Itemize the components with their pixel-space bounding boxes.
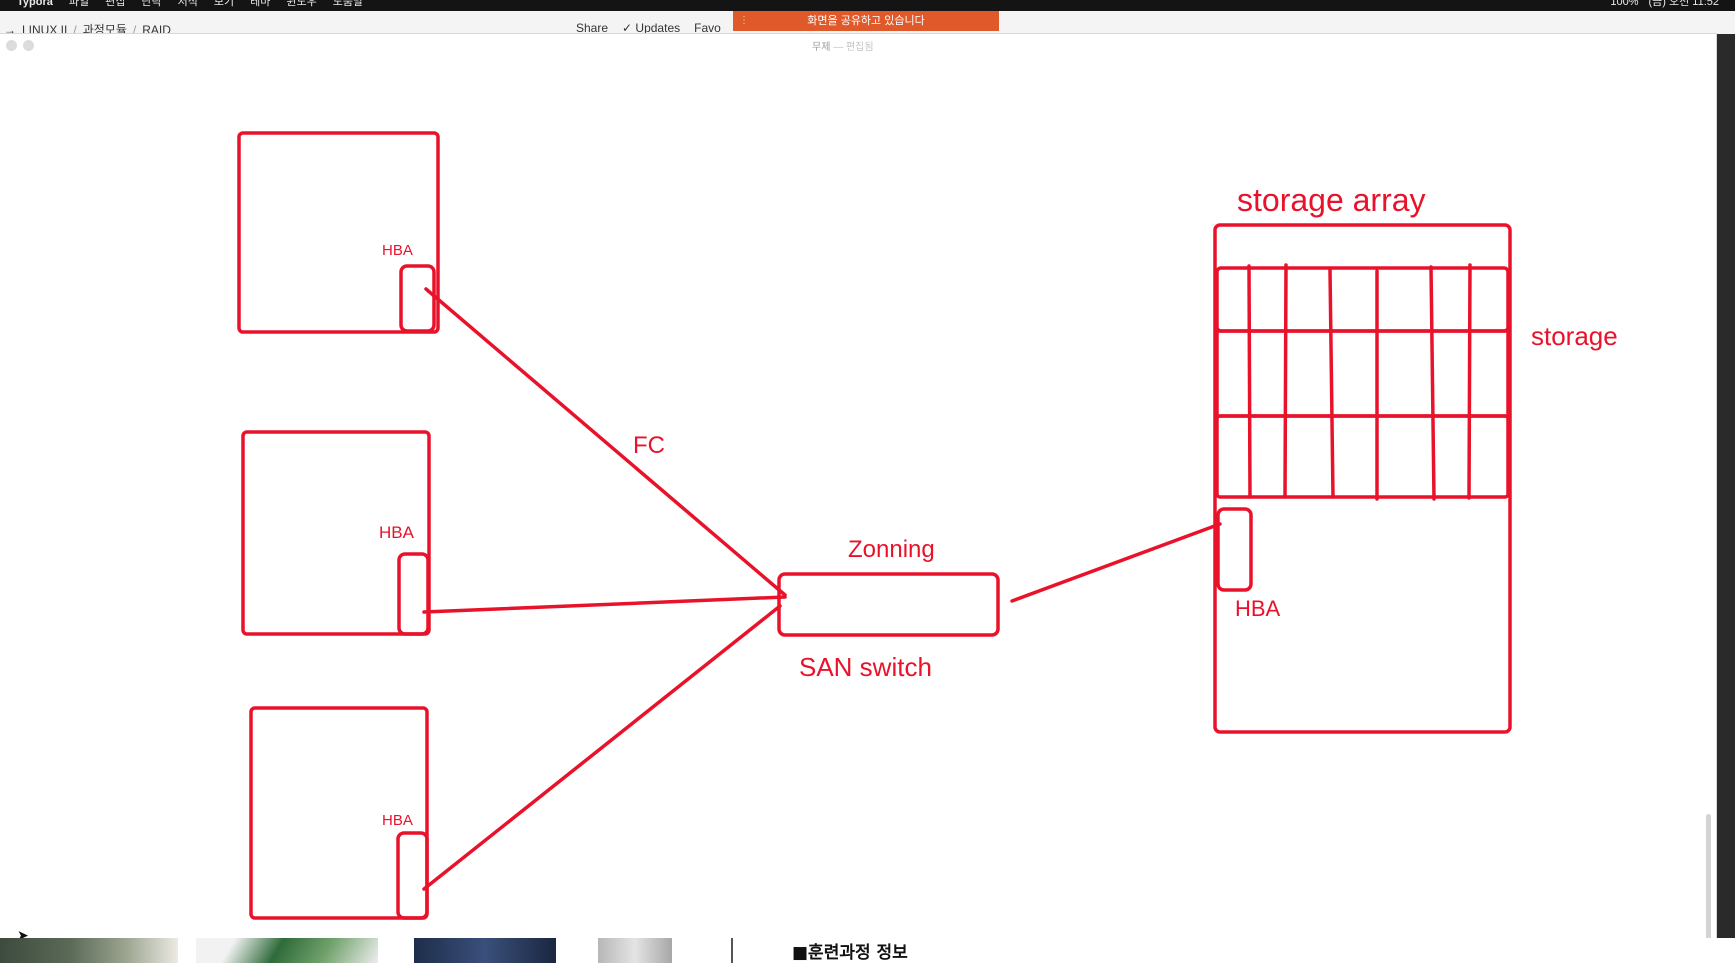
close-window-icon[interactable] <box>6 40 17 51</box>
menu-theme[interactable]: 테마 <box>250 0 271 8</box>
menu-help[interactable]: 도움말 <box>332 0 364 8</box>
divider <box>731 938 733 963</box>
menu-format[interactable]: 서식 <box>177 0 198 8</box>
fc-label: FC <box>633 432 665 459</box>
menu-paragraph[interactable]: 단락 <box>141 0 162 8</box>
hba-port-2 <box>397 552 430 636</box>
macos-menubar: Typora 파일 편집 단락 서식 보기 테마 윈도우 도움말 100% (금… <box>0 0 1735 11</box>
storage-label: storage <box>1531 321 1618 351</box>
screen-share-banner[interactable]: ⋮ 화면을 공유하고 있습니다 <box>733 11 999 31</box>
mouse-pointer-icon: ➤ <box>17 927 29 943</box>
background-page: ■훈련과정 정보 <box>0 938 1735 963</box>
san-diagram: HBA HBA HBA FC Zonning SAN switch storag… <box>237 131 1618 920</box>
window-title: 무제 — 편집됨 <box>812 38 874 53</box>
hardware-thumbnail <box>598 938 672 963</box>
hba-label-2: HBA <box>379 523 415 542</box>
fc-link-2 <box>422 595 787 614</box>
hardware-thumbnail <box>414 938 556 963</box>
document-name: 무제 <box>812 42 831 53</box>
hba-port-3 <box>396 831 429 920</box>
breadcrumb-item-linux[interactable]: LINUX II <box>22 22 68 37</box>
server-box-3 <box>249 706 429 920</box>
app-menu: Typora 파일 편집 단락 서식 보기 테마 윈도우 도움말 <box>17 0 363 8</box>
menu-app-name[interactable]: Typora <box>17 0 53 8</box>
typora-window: 무제 — 편집됨 <box>0 34 1716 944</box>
drag-handle-icon[interactable]: ⋮ <box>739 15 749 26</box>
server-box-1 <box>237 131 440 334</box>
back-arrow-icon[interactable]: → <box>4 22 16 37</box>
updates-button[interactable]: ✓ Updates <box>622 21 680 35</box>
breadcrumb-item-raid[interactable]: RAID <box>142 22 171 37</box>
storage-disk-grid <box>1215 263 1510 501</box>
san-switch-label: SAN switch <box>799 652 932 682</box>
window-controls <box>6 40 34 51</box>
menu-file[interactable]: 파일 <box>68 0 90 8</box>
screen-share-text: 화면을 공유하고 있습니다 <box>807 15 925 27</box>
section-heading: ■훈련과정 정보 <box>792 943 908 963</box>
updates-label: Updates <box>635 21 681 35</box>
page-actions: Share ✓ Updates Favo <box>576 21 721 35</box>
zoning-label: Zonning <box>848 536 935 563</box>
breadcrumb: → LINUX II / 과정모듈 / RAID <box>4 21 171 38</box>
hba-label-1: HBA <box>382 242 413 259</box>
breadcrumb-separator: / <box>132 22 137 37</box>
menu-window[interactable]: 윈도우 <box>286 0 317 8</box>
menu-view[interactable]: 보기 <box>213 0 235 8</box>
fc-link-1 <box>424 287 787 597</box>
switch-storage-link <box>1010 522 1222 603</box>
storage-array-box <box>1213 223 1512 734</box>
share-button[interactable]: Share <box>576 21 609 35</box>
desktop-edge <box>1716 34 1735 938</box>
breadcrumb-separator: / <box>73 22 77 37</box>
hardware-thumbnail <box>196 938 378 963</box>
clock[interactable]: (금) 오전 11:52 <box>1648 0 1719 8</box>
menu-edit[interactable]: 편집 <box>105 0 126 8</box>
battery-percent[interactable]: 100% <box>1610 0 1639 8</box>
san-switch-box <box>777 572 1000 637</box>
storage-hba-label: HBA <box>1235 596 1281 621</box>
status-area: 100% (금) 오전 11:52 <box>1610 0 1719 8</box>
breadcrumb-item-module[interactable]: 과정모듈 <box>82 23 127 37</box>
hba-label-3: HBA <box>382 812 413 829</box>
hba-port-1 <box>399 264 436 333</box>
edited-status: — 편집됨 <box>833 42 874 53</box>
vertical-scrollbar[interactable] <box>1706 814 1711 944</box>
storage-hba-port <box>1216 507 1253 592</box>
favorites-button[interactable]: Favo <box>694 21 721 35</box>
check-icon: ✓ <box>622 21 636 35</box>
server-box-2 <box>241 430 431 636</box>
minimize-window-icon[interactable] <box>23 40 34 51</box>
fc-link-3 <box>422 604 782 891</box>
hardware-thumbnail <box>0 938 178 963</box>
storage-array-label: storage array <box>1237 182 1426 218</box>
